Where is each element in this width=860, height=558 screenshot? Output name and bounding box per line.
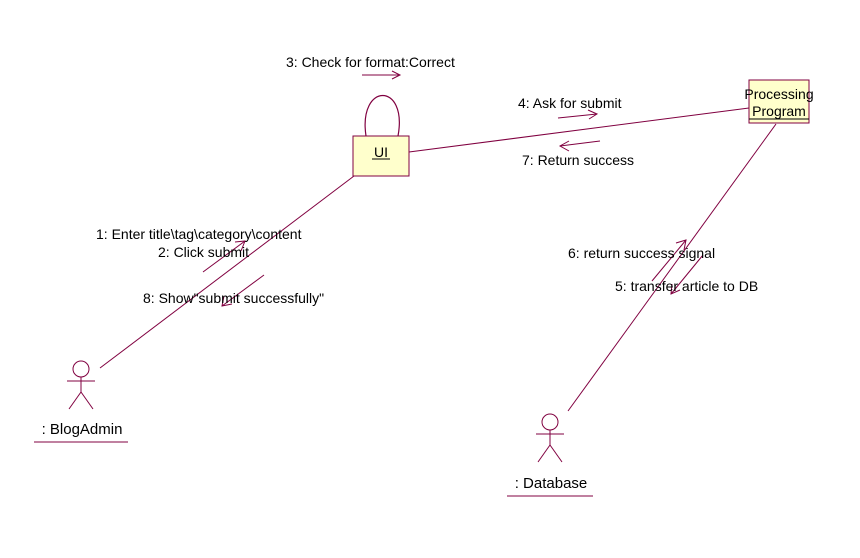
arrow-down-left-icon (670, 254, 704, 295)
arrow-down-left-icon (221, 274, 265, 307)
arrow-up-right-icon (651, 239, 687, 282)
blog-admin-label: : BlogAdmin (42, 421, 123, 438)
link-admin-ui (99, 175, 355, 369)
ui-object-box (352, 135, 410, 177)
arrow-right-icon (557, 109, 599, 120)
arrow-right-icon (362, 70, 402, 80)
stick-figure-icon (536, 413, 564, 463)
processing-program-box (748, 79, 810, 124)
database-label: : Database (515, 475, 588, 492)
processing-program-object[interactable]: Processing Program (744, 79, 814, 124)
stick-figure-icon (67, 360, 95, 410)
message-label-6: 6: return success signal (568, 245, 715, 261)
message-label-2: 2: Click submit (158, 244, 249, 260)
blog-admin-actor[interactable]: : BlogAdmin (34, 360, 128, 443)
database-actor[interactable]: : Database (507, 413, 593, 497)
message-label-1: 1: Enter title\tag\category\content (96, 226, 302, 242)
message-label-7: 7: Return success (522, 152, 634, 168)
ui-object-label: UI (374, 144, 388, 160)
processing-program-label-line1: Processing (744, 86, 813, 102)
processing-program-label-line2: Program (752, 103, 806, 119)
message-label-4: 4: Ask for submit (518, 95, 622, 111)
message-label-8: 8: Show"submit successfully" (143, 290, 324, 306)
arrow-left-icon (558, 140, 601, 152)
link-processing-database (567, 123, 777, 412)
arrow-up-right-icon (202, 240, 246, 273)
link-ui-processing (408, 107, 750, 153)
self-loop-ui (364, 95, 400, 137)
ui-object[interactable]: UI (352, 135, 410, 177)
message-label-5: 5: transfer article to DB (615, 278, 758, 294)
message-label-3: 3: Check for format:Correct (286, 54, 455, 70)
